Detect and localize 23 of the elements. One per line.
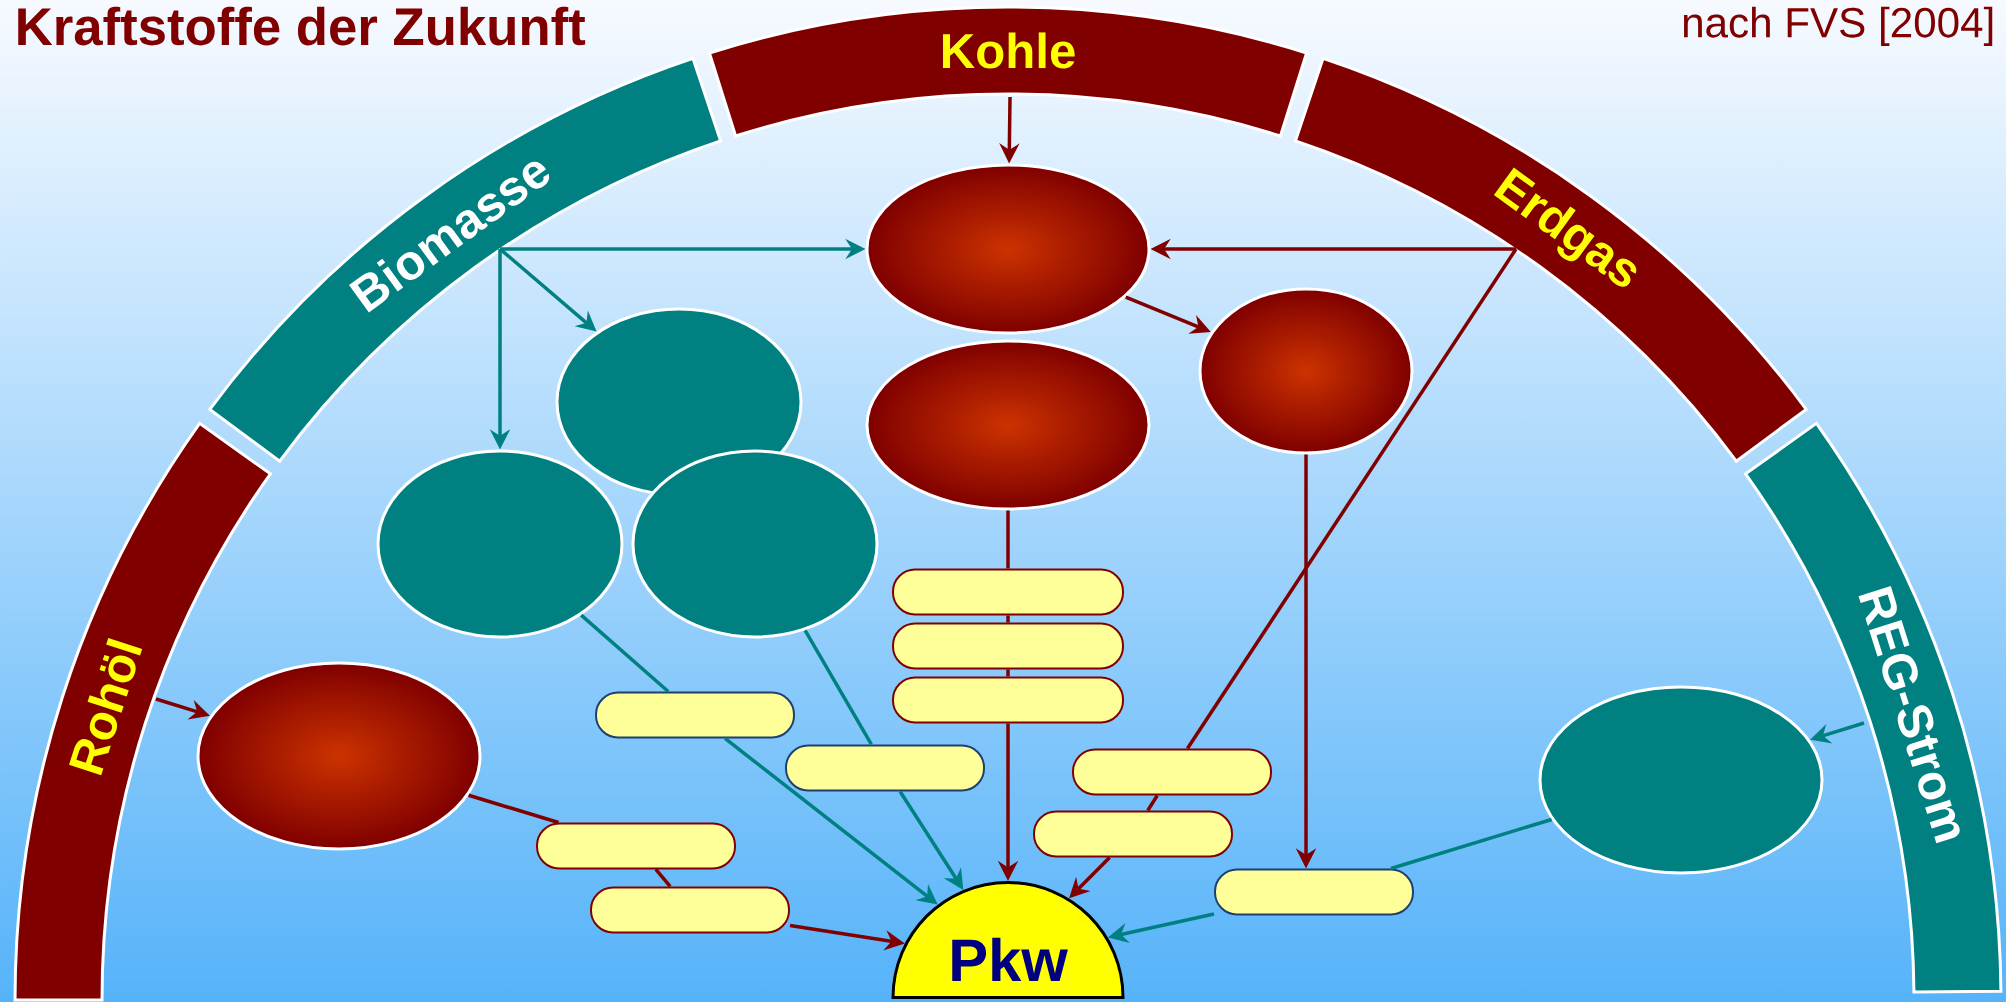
ellipse [376,449,624,639]
rounded-box [536,822,736,870]
title: Kraftstoffe der Zukunft [18,6,586,46]
rounded-box [1033,810,1233,858]
rounded-box [892,676,1124,724]
rounded-box [590,886,790,934]
rounded-box [785,744,985,792]
ellipse [1538,685,1824,875]
rounded-box [1072,748,1272,796]
rounded-box [1214,868,1414,916]
ellipse [555,307,803,497]
ellipse [1198,287,1414,455]
arc-band: Kohle [707,5,1309,138]
ellipse [865,163,1151,335]
rounded-box [892,568,1124,616]
source-note: nach FVS [2004] [1683,6,1993,46]
ellipse [865,339,1151,511]
arc-band: Rohöl [13,421,272,1002]
ellipse [196,661,482,851]
rounded-box [595,691,795,739]
ellipse [631,449,879,639]
semicircle: Pkw [891,881,1125,999]
rounded-box [892,622,1124,670]
